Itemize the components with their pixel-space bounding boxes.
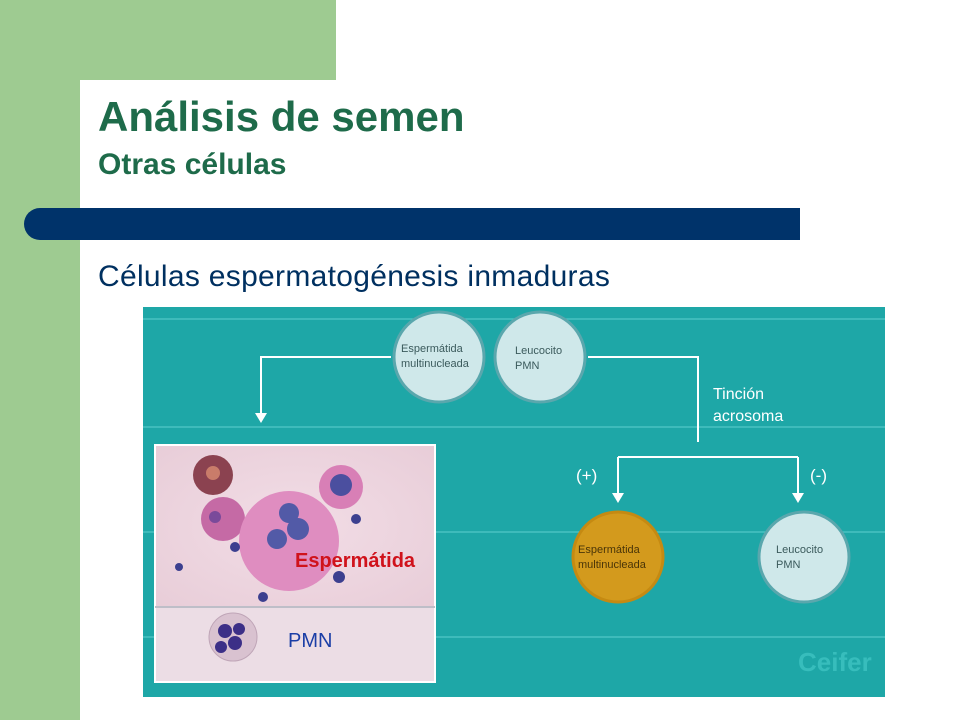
positive-label: (+) [576, 466, 597, 485]
watermark-logo: Ceifer [798, 647, 872, 677]
node-leukocyte-result-line1: Leucocito [776, 544, 823, 556]
cell-pink-left [201, 497, 245, 541]
left-accent-bar [0, 0, 80, 720]
top-accent-block [80, 0, 336, 80]
node-leukocyte-result-line2: PMN [776, 559, 801, 571]
node-spermatid-top [392, 310, 486, 404]
body-text: Células espermatogénesis inmaduras [98, 260, 611, 293]
node-leukocyte-result [757, 510, 851, 604]
negative-label: (-) [810, 466, 827, 485]
slide-title: Análisis de semen [98, 93, 465, 140]
micrograph: Espermátida PMN [154, 444, 436, 683]
node-spermatid-result [571, 510, 665, 604]
connectors [260, 356, 799, 495]
micrograph-label-pmn: PMN [288, 630, 332, 652]
arrowheads [255, 413, 804, 503]
title-divider-bar [24, 208, 800, 240]
flowchart-figure: Espermátida multinucleada Leucocito PMN … [143, 307, 885, 697]
micrograph-label-spermatid: Espermátida [295, 550, 416, 572]
slide-subtitle: Otras células [98, 148, 287, 181]
stain-label-line1: Tinción [713, 386, 764, 403]
stain-label-line2: acrosoma [713, 408, 783, 425]
flowchart-svg: Espermátida multinucleada Leucocito PMN … [143, 307, 885, 697]
node-spermatid-top-line2: multinucleada [401, 358, 470, 370]
node-spermatid-top-line1: Espermátida [401, 343, 464, 355]
node-spermatid-result-line1: Espermátida [578, 544, 641, 556]
node-leukocyte-top [493, 310, 587, 404]
node-leukocyte-top-line1: Leucocito [515, 345, 562, 357]
node-leukocyte-top-line2: PMN [515, 360, 540, 372]
cell-spermatid [239, 491, 339, 591]
node-spermatid-result-line2: multinucleada [578, 559, 647, 571]
